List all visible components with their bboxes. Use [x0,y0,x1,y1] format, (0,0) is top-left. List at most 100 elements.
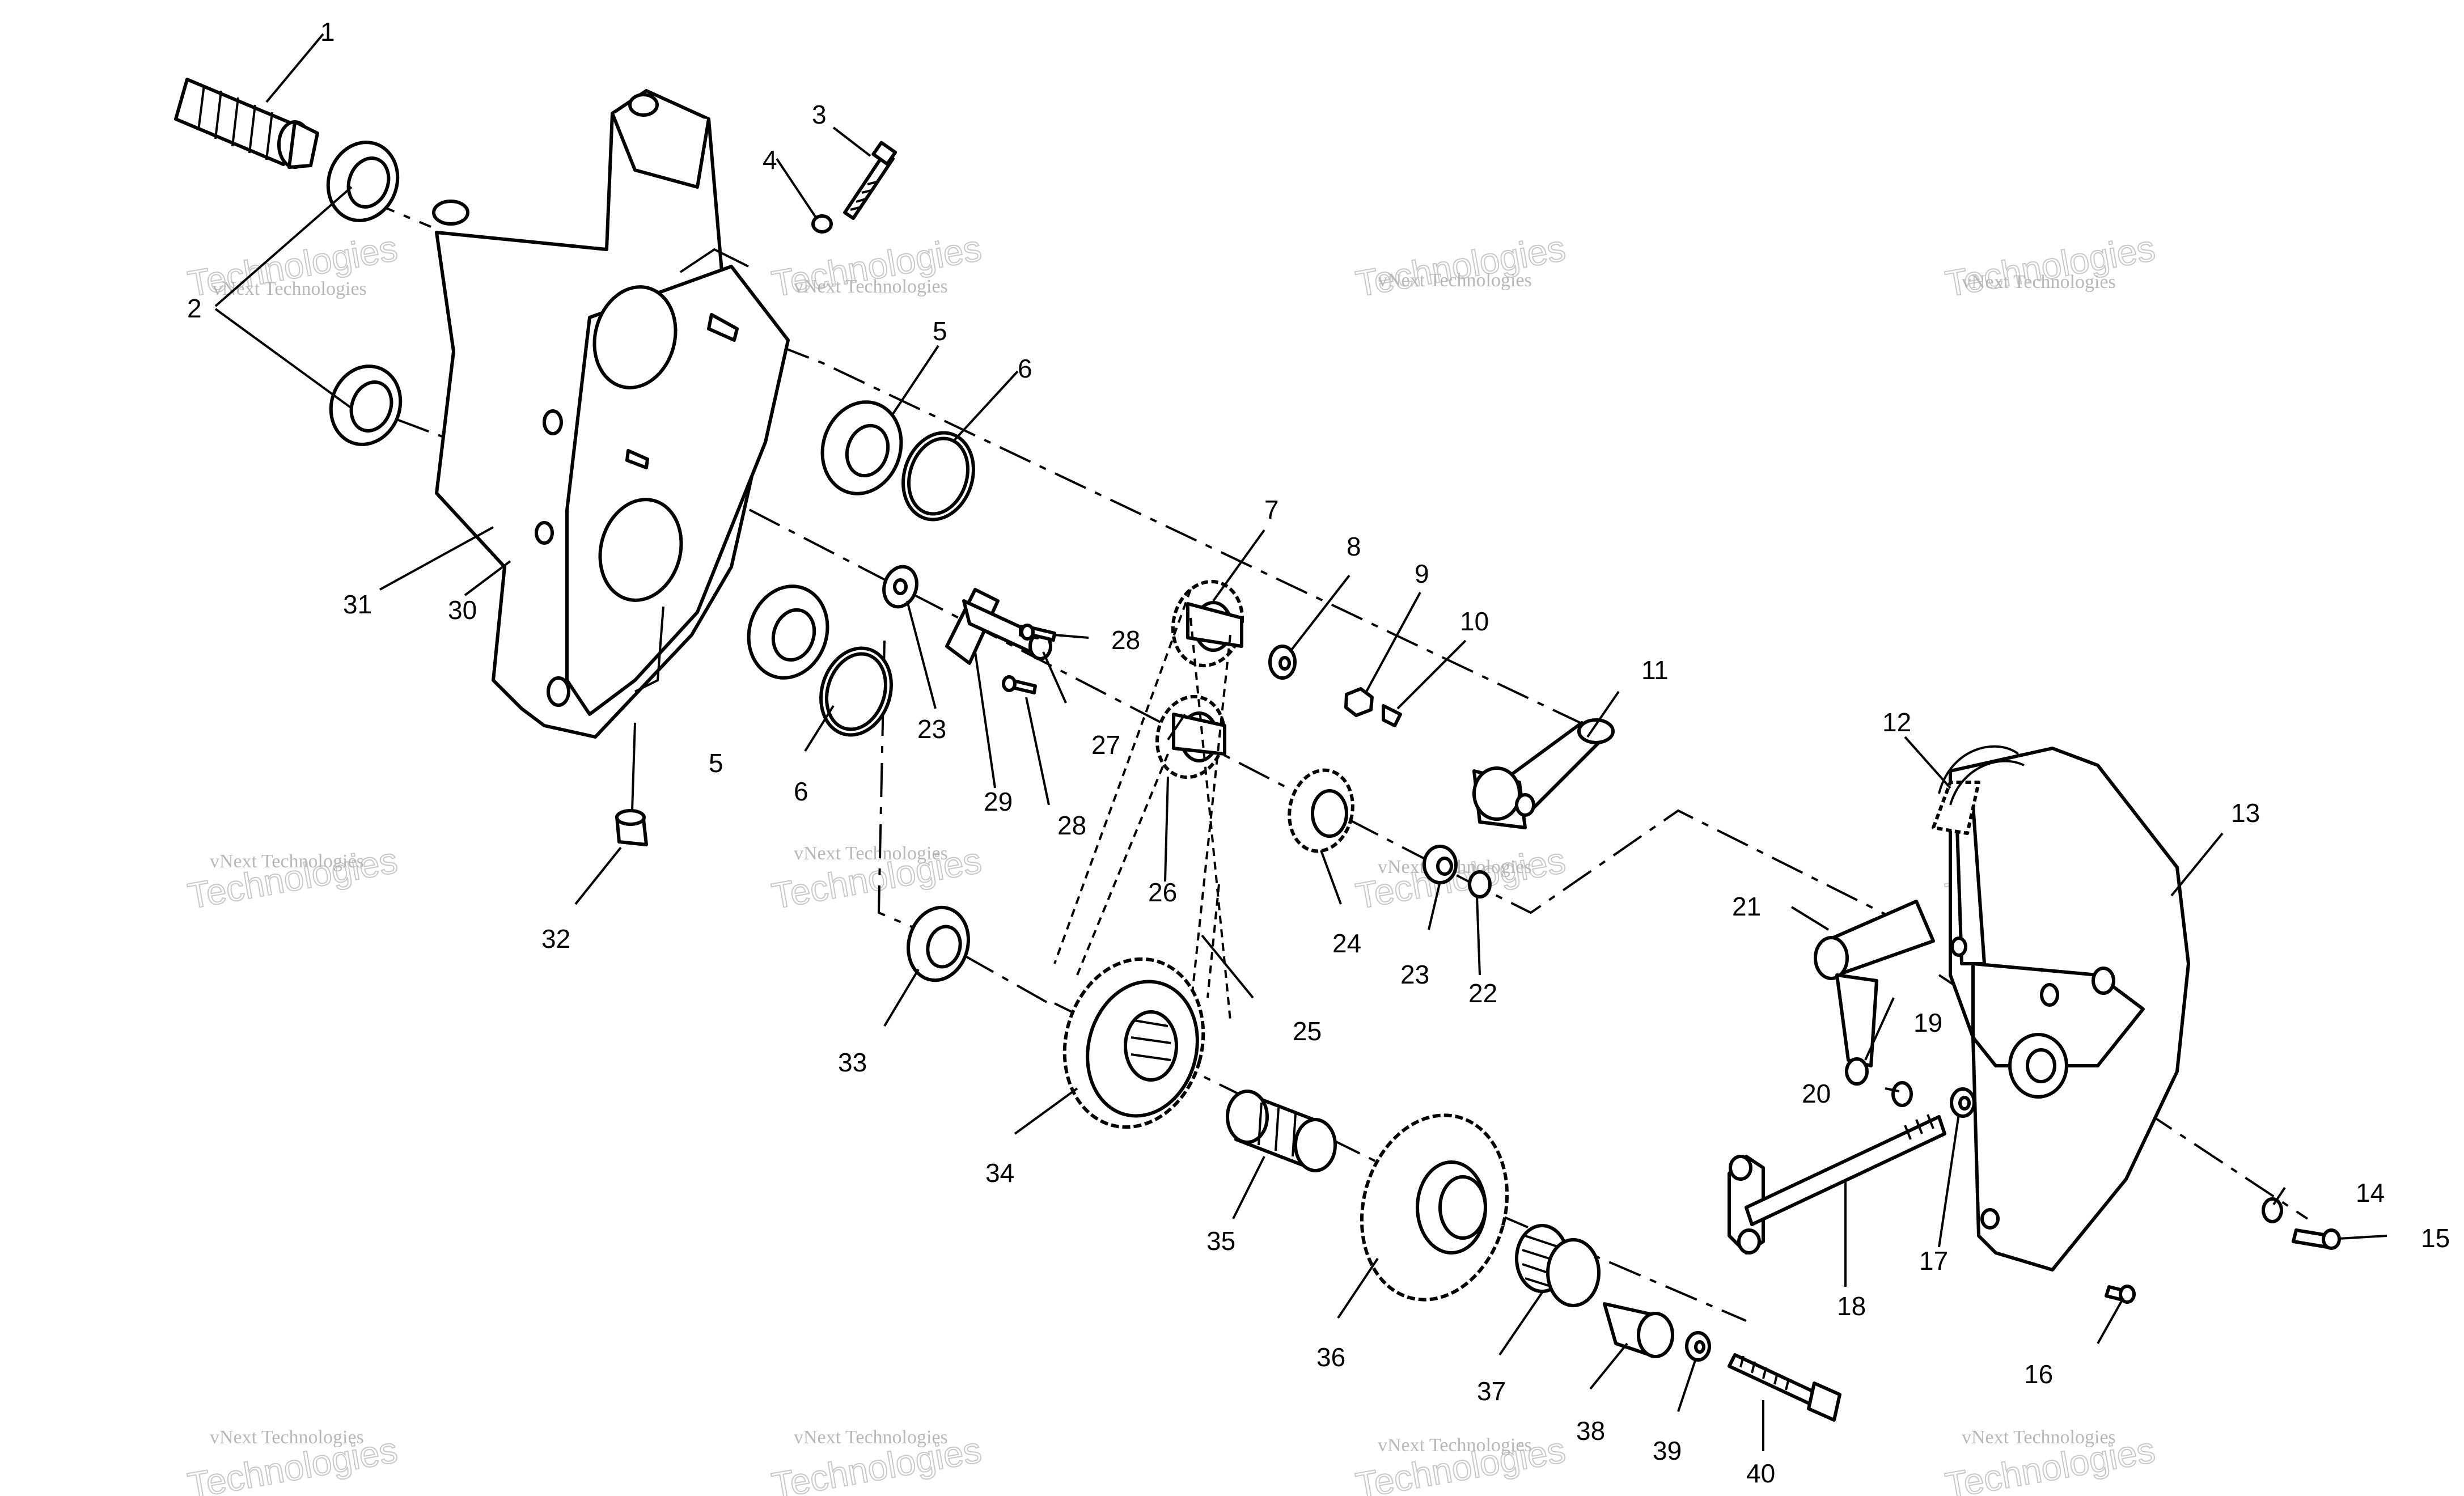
callout-4: 4 [763,145,777,175]
watermark-text: vNext Technologies [1378,270,1532,291]
watermark-text: vNext Technologies [1962,272,2116,293]
callout-28: 28 [1111,625,1140,655]
callout-15: 15 [2421,1223,2450,1253]
input-shaft [174,78,319,169]
callout-33: 33 [838,1048,867,1077]
watermark-text: vNext Technologies [1378,1435,1532,1456]
callout-37: 37 [1477,1376,1506,1406]
rod-bushing [1950,1087,1976,1118]
output-gear [1360,1113,1509,1302]
tensioner-screws [1002,624,1056,694]
bearing-lower [747,584,829,680]
callout-38: 38 [1576,1416,1605,1446]
callout-40: 40 [1746,1459,1775,1488]
drive-chain [1053,589,1231,1021]
watermark-text: vNext Technologies [794,1427,948,1448]
flat-washer [1685,1331,1711,1362]
callout-32: 32 [541,924,570,953]
callout-8: 8 [1347,532,1361,561]
splined-coupler [1226,1090,1337,1172]
watermark-text: vNext Technologies [1962,1427,2116,1448]
shift-arm [1472,718,1615,829]
callout-16: 16 [2024,1359,2053,1389]
cover-gasket [1938,745,2025,806]
callout-2: 2 [187,294,202,323]
cover-bolt [2292,1228,2341,1250]
idler-shaft [1814,900,1935,980]
callout-7: 7 [1264,495,1279,524]
callout-14: 14 [2356,1178,2385,1207]
thrust-washer-2 [1422,845,1458,884]
watermark-text: vNext Technologies [210,1427,364,1448]
snap-ring-upper [901,431,975,522]
callout-3: 3 [812,100,827,129]
callout-10: 10 [1460,607,1489,636]
callout-39: 39 [1653,1436,1682,1465]
callout-21: 21 [1732,892,1761,921]
snap-ring-lower [819,646,893,737]
callout-6-lower: 6 [794,777,808,806]
thrust-collar [1603,1302,1674,1358]
callout-24: 24 [1332,929,1361,958]
reverse-gear [1288,768,1354,853]
centerline-seal-2 [396,418,443,438]
svg-text:Technologies: Technologies [1353,227,1568,304]
oil-seal-lower [329,365,403,446]
spacer-washer [1268,645,1297,680]
callout-23-upper: 23 [917,714,946,744]
watermark-text: vNext Technologies [213,278,367,299]
callout-34: 34 [985,1158,1014,1188]
leader-lines [214,33,2387,1451]
thrust-washer [882,565,918,609]
callout-29: 29 [984,787,1013,816]
callout-30: 30 [448,595,477,625]
retaining-clip [1468,870,1492,899]
callout-26: 26 [1148,878,1177,907]
watermark-text: vNext Technologies [794,843,948,864]
dipstick-plug [625,449,649,469]
o-ring [1891,1081,1913,1107]
callout-25: 25 [1293,1016,1322,1046]
callout-35: 35 [1206,1226,1235,1256]
callout-6: 6 [1018,354,1032,383]
hex-nut [1344,687,1374,717]
watermark-text: vNext Technologies [210,851,364,872]
watermark-text: vNext Technologies [794,276,948,297]
svg-text:Technologies: Technologies [1942,227,2158,304]
adjuster-bolt [843,141,897,220]
callout-1: 1 [320,17,335,46]
upper-sprocket [1171,579,1244,668]
chain-tensioner [945,588,1052,665]
callout-20: 20 [1802,1079,1831,1108]
callout-23: 23 [1400,960,1429,989]
callout-5: 5 [933,316,947,346]
callout-labels: 1 2 3 4 5 6 7 8 9 10 11 12 13 14 15 16 1… [187,17,2450,1488]
drain-plug [615,809,648,846]
callout-12: 12 [1882,707,1911,737]
shift-rod [1728,1114,1946,1255]
compression-spring [1515,1224,1601,1307]
shift-fork-bracket [1835,973,1878,1086]
thrust-washer-large [907,905,970,982]
callout-5-lower: 5 [709,748,723,778]
callout-17: 17 [1919,1246,1948,1275]
gearcase-cover [1932,747,2190,1272]
callout-19: 19 [1913,1008,1942,1037]
bearing-upper [820,400,903,495]
callout-28-lower: 28 [1057,811,1086,840]
centerline-lower [877,640,1049,1005]
callout-22: 22 [1468,978,1497,1008]
cotter-pin [1382,704,1402,727]
callout-11: 11 [1641,655,1669,685]
callout-27: 27 [1091,730,1120,760]
callout-18: 18 [1837,1291,1866,1321]
cover-washer [2262,1197,2283,1223]
through-bolt [1728,1353,1841,1422]
callout-9: 9 [1415,559,1429,588]
gearcase-housing [432,89,790,739]
centerline-upper [719,322,1611,738]
callout-31: 31 [343,590,372,619]
lock-nut [811,214,833,234]
large-sprocket [1062,957,1205,1129]
